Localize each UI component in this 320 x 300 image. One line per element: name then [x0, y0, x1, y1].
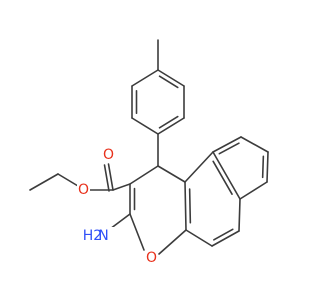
double-bond-line [188, 188, 192, 224]
double-bond-line [212, 160, 233, 195]
double-bond-line [158, 75, 179, 89]
double-bond-line [158, 115, 179, 129]
ring-oxygen-bond [129, 213, 145, 251]
amine-hydrogen-text: H2 [83, 228, 102, 244]
amine-bond [109, 213, 131, 230]
ring-oxygen-text: O [146, 250, 157, 266]
bond [184, 181, 187, 231]
double-bond-line [261, 155, 265, 179]
bond [157, 117, 185, 135]
double-bond-line [218, 142, 240, 155]
bond-lines [29, 39, 269, 255]
ester-oxygen-label: O [77, 182, 90, 198]
bond [185, 229, 213, 247]
bond [212, 151, 241, 200]
bond [157, 165, 186, 183]
carbonyl-double-bond [107, 163, 114, 191]
ring-oxygen-bond [158, 229, 187, 255]
bond [129, 165, 159, 185]
amine-nitrogen-text: N [98, 228, 108, 244]
bond [240, 136, 269, 153]
bond [212, 136, 242, 153]
bond [211, 230, 240, 247]
amine-label: N H2 [83, 227, 119, 244]
carbonyl-carbon-bond [112, 183, 131, 191]
ethyl-bond [57, 173, 79, 187]
bond [266, 151, 269, 183]
double-bond-line [213, 228, 234, 241]
carbonyl-double-bond [103, 164, 110, 192]
bond [239, 181, 268, 200]
carbonyl-oxygen-label: O [102, 147, 115, 163]
ethyl-bond [29, 173, 59, 191]
bond [131, 69, 159, 87]
carbonyl-oxygen-text: O [103, 147, 114, 163]
bond [131, 117, 159, 135]
ring-oxygen-label: O [145, 250, 158, 266]
chemical-structure-diagram: O O O N H2 [29, 39, 269, 266]
bond [157, 69, 185, 87]
bond [238, 198, 241, 232]
bond [184, 151, 214, 183]
ester-oxygen-text: O [78, 182, 89, 198]
